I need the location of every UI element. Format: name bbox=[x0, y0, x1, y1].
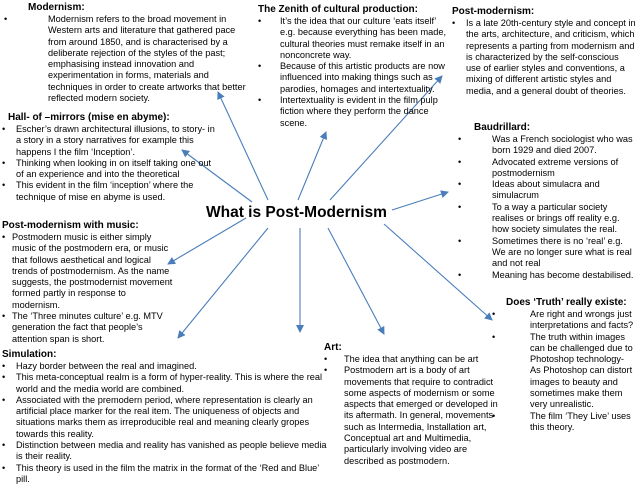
truth-item: Are right and wrongs just interpretation… bbox=[492, 309, 636, 332]
zenith-item: Because of this artistic products are no… bbox=[258, 61, 448, 95]
zenith-item: It’s the idea that our culture ‘eats its… bbox=[258, 16, 448, 61]
art-heading: Art: bbox=[324, 342, 342, 353]
baudrillard-item: To a way a particular society realises o… bbox=[458, 202, 636, 236]
music-heading: Post-modernism with music: bbox=[2, 220, 139, 231]
simulation-item: Hazy border between the real and imagine… bbox=[2, 361, 332, 373]
music-item: Postmodern music is either simply music … bbox=[2, 232, 174, 311]
art-item: The idea that anything can be art bbox=[324, 354, 504, 366]
zenith-item: Intertextuality is evident in the film p… bbox=[258, 95, 448, 129]
postmodernism-block: Post-modernism: Is a late 20th-century s… bbox=[452, 6, 636, 97]
zenith-heading: The Zenith of cultural production: bbox=[258, 4, 418, 15]
truth-item: The film ‘They Live’ uses this theory. bbox=[492, 411, 636, 434]
baudrillard-block: Baudrillard: Was a French sociologist wh… bbox=[458, 122, 636, 281]
mirrors-item: Escher’s drawn architectural illusions, … bbox=[2, 124, 216, 158]
baudrillard-item: Ideas about simulacra and simulacrum bbox=[458, 179, 636, 202]
simulation-block: Simulation: Hazy border between the real… bbox=[2, 349, 332, 485]
mirrors-item: Thinking when looking in on itself takin… bbox=[2, 158, 216, 181]
truth-item: The truth within images can be challenge… bbox=[492, 332, 636, 411]
arrow-to-baudrillard bbox=[391, 190, 449, 211]
mirrors-item: This evident in the film ‘inception’ whe… bbox=[2, 180, 216, 203]
center-title: What is Post-Modernism bbox=[206, 204, 387, 221]
arrow-to-zenith bbox=[297, 131, 328, 201]
simulation-item: Associated with the premodern period, wh… bbox=[2, 395, 332, 440]
simulation-item: This meta-conceptual realm is a form of … bbox=[2, 372, 332, 395]
arrow-to-modernism bbox=[217, 91, 269, 201]
truth-heading: Does ‘Truth’ really existe: bbox=[506, 297, 627, 308]
postmodernism-heading: Post-modernism: bbox=[452, 6, 535, 17]
music-block: Post-modernism with music: Postmodern mu… bbox=[2, 220, 174, 345]
baudrillard-item: Meaning has become destabilised. bbox=[458, 270, 636, 282]
baudrillard-item: Was a French sociologist who was born 19… bbox=[458, 134, 636, 157]
simulation-item: Distinction between media and reality ha… bbox=[2, 440, 332, 463]
mirrors-heading: Hall- of –mirrors (mise en abyme): bbox=[8, 112, 170, 123]
baudrillard-heading: Baudrillard: bbox=[474, 122, 531, 133]
art-item: Postmodern art is a body of art movement… bbox=[324, 365, 504, 467]
modernism-block: Modernism: Modernism refers to the broad… bbox=[4, 2, 252, 104]
modernism-item: Modernism refers to the broad movement i… bbox=[4, 14, 252, 104]
simulation-item: This theory is used in the film the matr… bbox=[2, 463, 332, 485]
arrow-to-simulation bbox=[177, 227, 269, 339]
music-item: The ‘Three minutes culture’ e.g. MTV gen… bbox=[2, 311, 174, 345]
art-block: Art: The idea that anything can be art P… bbox=[324, 342, 504, 467]
modernism-heading: Modernism: bbox=[28, 2, 85, 13]
baudrillard-item: Advocated extreme versions of postmodern… bbox=[458, 157, 636, 180]
postmodernism-item: Is a late 20th-century style and concept… bbox=[452, 18, 636, 97]
arrow-to-music bbox=[167, 217, 247, 265]
truth-block: Does ‘Truth’ really existe: Are right an… bbox=[492, 297, 636, 433]
arrow-to-art-right bbox=[327, 227, 385, 335]
arrow-to-truth bbox=[383, 223, 493, 321]
simulation-heading: Simulation: bbox=[2, 349, 57, 360]
baudrillard-item: Sometimes there is no ‘real’ e.g. We are… bbox=[458, 236, 636, 270]
mirrors-block: Hall- of –mirrors (mise en abyme): Esche… bbox=[2, 112, 216, 203]
zenith-block: The Zenith of cultural production: It’s … bbox=[258, 4, 448, 129]
